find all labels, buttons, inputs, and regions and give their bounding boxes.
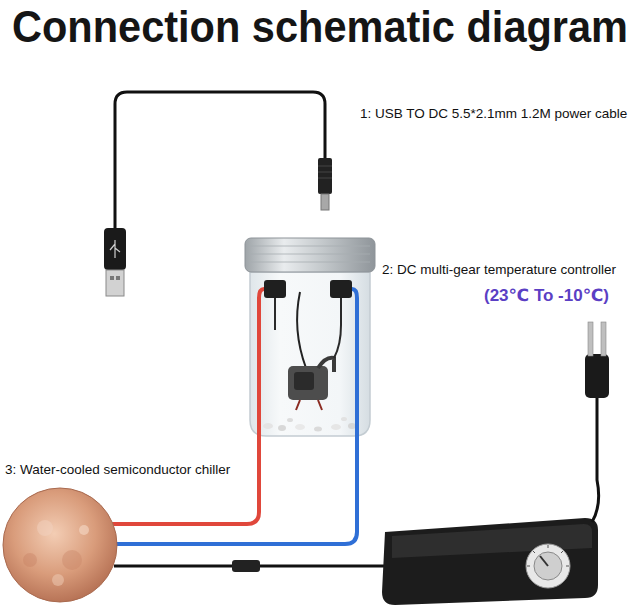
- plug-prong: [588, 322, 593, 356]
- part-label: 1: USB TO DC 5.5*2.1mm 1.2M power cable: [360, 106, 627, 122]
- tube-fitting: [264, 280, 286, 298]
- usb-hole: [116, 276, 120, 280]
- part-label: 3: Water-cooled semiconductor chiller: [5, 462, 230, 478]
- water-pump: [288, 366, 328, 400]
- dial-ticks: [527, 545, 569, 566]
- red-tube: [110, 289, 264, 524]
- mains-plug: [585, 354, 609, 398]
- dc-plug-body: [318, 158, 332, 194]
- lid-ridges: [250, 246, 370, 262]
- usb-plug-body: [104, 228, 126, 270]
- part-label: 2: DC multi-gear temperature controller: [382, 262, 616, 278]
- part-label: (23℃ To -10℃): [484, 286, 609, 306]
- controller-dial: [526, 544, 570, 588]
- usb-plug-tip: [106, 270, 124, 296]
- usb-symbol: [110, 240, 120, 258]
- pump-wire: [297, 292, 306, 368]
- cable-wire: [115, 92, 325, 228]
- dc-plug-barrel: [321, 194, 329, 210]
- pump-housing: [294, 372, 314, 390]
- jar-body: [250, 272, 370, 436]
- mains-cord: [592, 396, 599, 522]
- chiller-lead: [114, 565, 232, 568]
- jar-lid: [245, 238, 375, 272]
- dial-pointer: [540, 556, 548, 566]
- blue-tube: [114, 289, 357, 544]
- gravel: [263, 417, 356, 432]
- controller-body: [382, 518, 598, 605]
- inner-tube: [275, 298, 341, 358]
- usb-hole: [110, 276, 114, 280]
- dc-plug-ridges: [318, 166, 332, 178]
- chiller-plate: [3, 488, 117, 602]
- tube-fitting: [330, 280, 352, 298]
- temperature-controller: [382, 518, 598, 605]
- pump-feet: [296, 400, 322, 410]
- diagram-title: Connection schematic diagram: [12, 2, 628, 53]
- lead-connector: [232, 560, 260, 572]
- semiconductor-chiller: [3, 488, 117, 602]
- dial-knob: [534, 552, 562, 580]
- pump-outlet: [318, 358, 334, 372]
- plug-prong: [601, 322, 606, 356]
- chiller-lead: [260, 565, 388, 568]
